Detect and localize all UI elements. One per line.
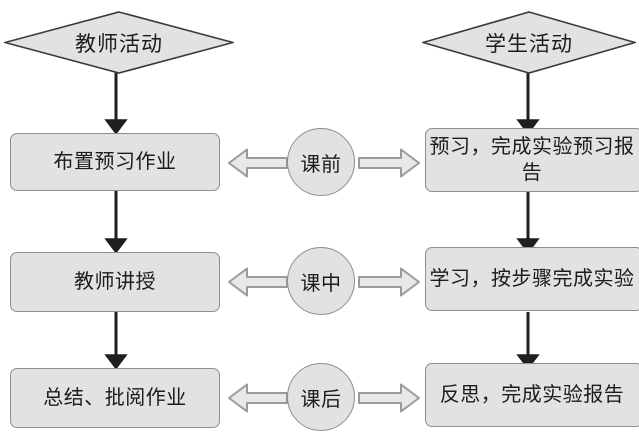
student-task-before-class[interactable] <box>425 128 639 192</box>
student-task-during-class[interactable] <box>425 247 639 311</box>
teacher-task-during-class[interactable] <box>10 252 220 312</box>
block-arrow-right-icon-before-class <box>358 148 420 178</box>
phase-circle-after-class[interactable] <box>287 363 355 431</box>
student-activity-diamond <box>422 11 636 74</box>
block-arrow-right-icon-after-class <box>358 383 420 413</box>
teacher-task-before-class[interactable] <box>10 133 220 191</box>
block-arrow-right-icon-during-class <box>358 267 420 297</box>
block-arrow-left-icon-before-class <box>228 148 288 178</box>
teacher-task-after-class[interactable] <box>10 368 220 428</box>
phase-circle-during-class[interactable] <box>287 247 355 315</box>
phase-circle-before-class[interactable] <box>287 128 355 196</box>
block-arrow-left-icon-during-class <box>228 267 288 297</box>
student-task-after-class[interactable] <box>425 363 639 427</box>
block-arrow-left-icon-after-class <box>228 383 288 413</box>
teacher-activity-diamond <box>4 11 234 74</box>
